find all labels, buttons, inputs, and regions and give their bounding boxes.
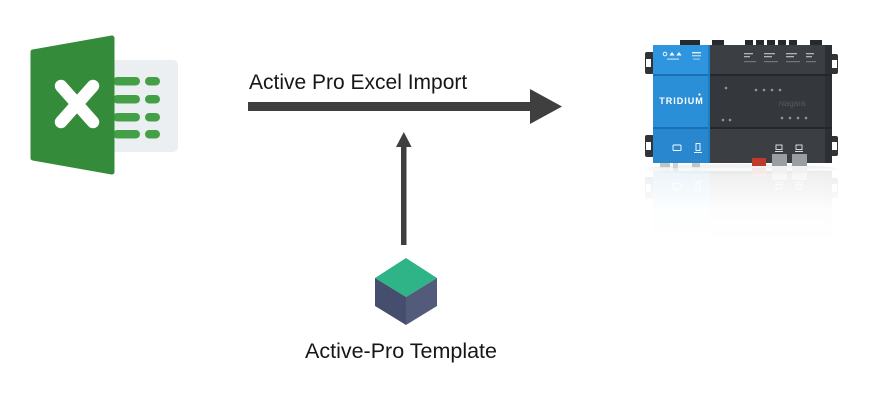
top-connector-tabs [680,40,822,46]
status-led-icons [662,51,701,60]
niagara-submark-text: niagara [779,99,806,108]
tridium-blue-panel [653,45,710,163]
tridium-brand-mark [698,93,701,96]
tridium-controller-image: TRIDIUM niagara [640,40,860,243]
device-body: TRIDIUM niagara [645,40,838,171]
excel-x-glyph [54,79,100,129]
excel-page-rows [113,77,160,139]
terminal-labels [744,53,816,63]
ethernet-jacks [772,144,807,166]
right-arrow-icon [248,89,562,124]
tridium-brand-text: TRIDIUM [659,96,704,106]
port-icons [672,143,702,153]
excel-icon [30,35,178,175]
middle-panel-dots [721,86,808,122]
reflection-fade [640,168,860,243]
template-cube-icon [375,258,437,325]
red-connector [752,158,766,166]
up-arrow-icon [396,132,412,245]
import-arrow-label: Active Pro Excel Import [249,71,468,94]
template-label: Active-Pro Template [305,339,497,363]
